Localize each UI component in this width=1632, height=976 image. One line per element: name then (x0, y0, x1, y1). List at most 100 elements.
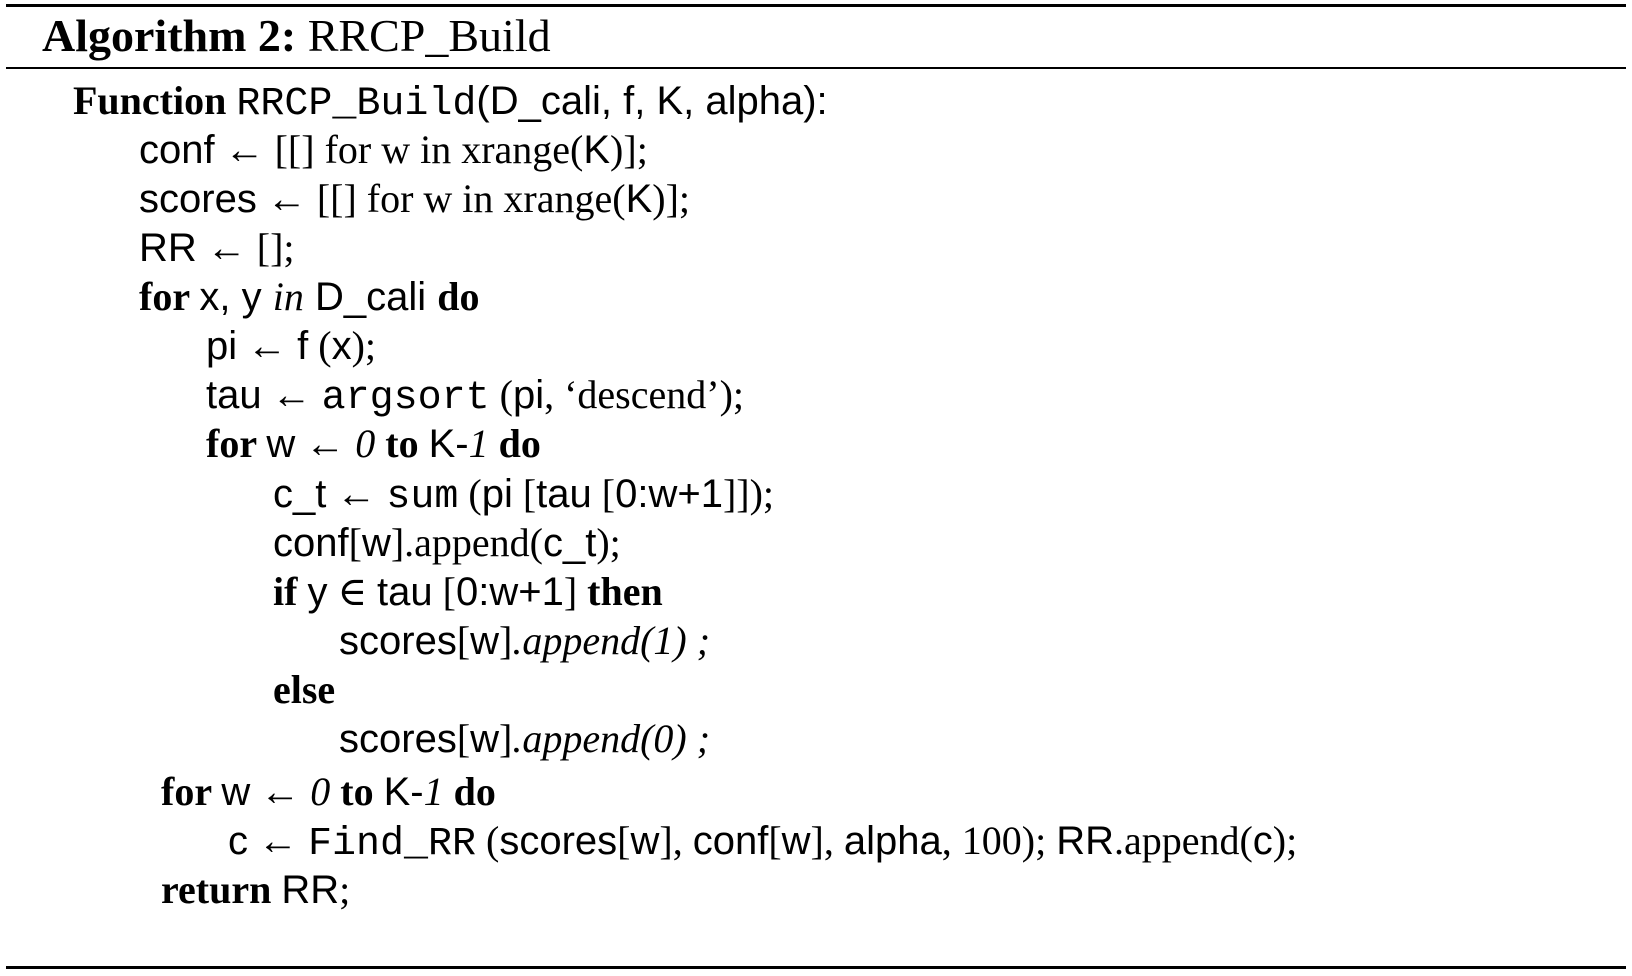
code-token: y (307, 570, 328, 614)
code-token: [ (432, 569, 456, 614)
code-line: for w ← 0 to K-1 do (206, 419, 541, 469)
code-token: pi (481, 472, 513, 516)
top-rule (6, 4, 1626, 7)
code-token: ] (499, 618, 513, 663)
code-token: pi (512, 373, 545, 417)
code-token (375, 421, 385, 466)
code-token: 0:w+1 (455, 570, 564, 614)
code-token: ← []; (196, 225, 295, 270)
code-token: ( (308, 323, 332, 368)
code-token: 1 (423, 769, 444, 814)
code-line: scores[w].append(0) ; (339, 714, 710, 764)
code-token: ← (295, 421, 356, 466)
keyword-token: for (139, 274, 200, 319)
keyword-token: do (453, 769, 496, 814)
code-token: RRCP_Build (236, 82, 477, 127)
code-token: ); (351, 323, 377, 368)
code-token: w (470, 717, 500, 761)
code-token: pi (206, 324, 238, 368)
code-token: ); (1272, 818, 1298, 863)
code-token: w (630, 819, 660, 863)
code-token: RR (281, 868, 340, 912)
code-token: ( (458, 471, 482, 516)
code-token: ← (250, 769, 311, 814)
code-token: c (1252, 819, 1273, 863)
code-line: conf[w].append(c_t); (273, 518, 621, 568)
code-token: conf (139, 128, 215, 172)
code-line: for w ← 0 to K-1 do (161, 767, 496, 817)
algorithm-caption: Algorithm 2: RRCP_Build (42, 6, 551, 66)
bottom-rule (6, 966, 1626, 969)
code-token: .append(0) ; (512, 716, 711, 761)
caption-rule (6, 67, 1626, 69)
keyword-token: else (273, 667, 336, 712)
code-token: w (470, 619, 500, 663)
code-token: 0:w+1 (615, 472, 723, 516)
code-line: Function RRCP_Build(D_cali, f, K, alpha)… (73, 76, 828, 127)
code-token: [ (768, 818, 782, 863)
code-token: RR (139, 226, 197, 270)
keyword-token: if (273, 569, 308, 614)
code-token: (D_cali, f, K, alpha): (476, 79, 828, 123)
keyword-token: Function (73, 78, 237, 123)
code-line: return RR; (161, 865, 350, 915)
code-token: scores (139, 177, 257, 221)
code-line: conf ← [[] for w in xrange(K)]; (139, 125, 648, 175)
code-token: 0 (310, 769, 331, 814)
code-token: [ (512, 471, 537, 516)
code-token: ← [[] for w in xrange( (256, 176, 626, 221)
code-token: .append(1) ; (512, 618, 711, 663)
code-token: in (272, 274, 304, 319)
code-token: c_t (273, 472, 327, 516)
code-token: [ (456, 618, 471, 663)
code-token: tau (377, 570, 433, 614)
code-token: ] (563, 569, 588, 614)
code-token: K (625, 177, 653, 221)
code-token: ∈ (327, 569, 378, 614)
code-token: [ (456, 716, 471, 761)
code-token: scores (339, 717, 457, 761)
code-token: , ‘descend’); (544, 372, 745, 417)
code-token: ← (326, 471, 387, 516)
code-token: )]; (652, 176, 691, 221)
code-token: K- (428, 422, 469, 466)
code-token: conf (273, 521, 349, 565)
code-token: K (583, 128, 611, 172)
code-token: alpha (843, 819, 942, 863)
code-token: D_cali (303, 275, 438, 319)
code-token: ← [[] for w in xrange( (214, 127, 584, 172)
code-token: x, y (199, 275, 273, 319)
code-token: ← (248, 818, 308, 863)
code-line: pi ← f (x); (206, 321, 376, 371)
code-token: K- (383, 770, 424, 814)
code-token: conf (692, 819, 769, 863)
code-token: .append( (1113, 818, 1253, 863)
code-token: Find_RR (308, 822, 477, 867)
keyword-token: to (340, 769, 384, 814)
code-token: ], (659, 818, 693, 863)
code-line: c ← Find_RR (scores[w], conf[w], alpha, … (228, 816, 1298, 867)
code-token (489, 421, 499, 466)
code-token (444, 769, 454, 814)
code-token: sum (386, 475, 459, 520)
code-line: c_t ← sum (pi [tau [0:w+1]]); (273, 469, 774, 520)
code-token: ], (810, 818, 844, 863)
code-token: w (361, 521, 391, 565)
code-token: ); (596, 520, 621, 565)
code-line: tau ← argsort (pi, ‘descend’); (206, 370, 745, 421)
code-line: for x, y in D_cali do (139, 272, 479, 322)
code-token: ] (499, 716, 513, 761)
keyword-token: for (161, 769, 222, 814)
code-token: tau (206, 373, 262, 417)
code-token: x (331, 324, 352, 368)
keyword-token: do (437, 274, 480, 319)
code-token: argsort (321, 376, 490, 421)
code-token: 0 (355, 421, 376, 466)
code-token: ( (489, 372, 513, 417)
code-token: w (781, 819, 811, 863)
code-token: ].append( (390, 520, 543, 565)
code-line: if y ∈ tau [0:w+1] then (273, 567, 663, 617)
code-token: )]; (610, 127, 648, 172)
code-token: w (221, 770, 251, 814)
code-token: ← (237, 323, 298, 368)
